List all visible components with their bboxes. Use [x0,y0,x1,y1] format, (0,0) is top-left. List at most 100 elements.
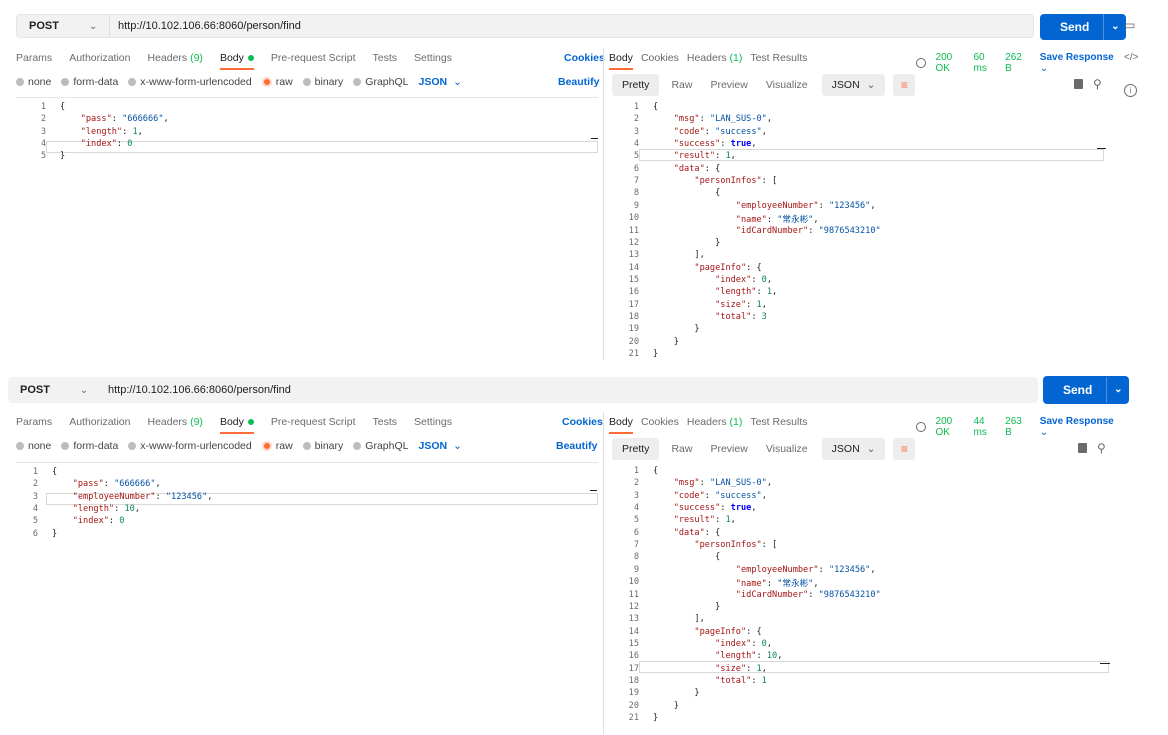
copy-icon[interactable] [1078,443,1087,453]
radio-form-data[interactable]: form-data [61,76,118,88]
view-pretty[interactable]: Pretty [612,438,660,460]
response-format-select[interactable]: JSON ⌄ [821,74,886,96]
tab-authorization[interactable]: Authorization [69,416,131,428]
view-visualize[interactable]: Visualize [765,79,808,91]
code-icon[interactable]: </> [1124,52,1139,63]
chevron-down-icon[interactable]: ⌄ [80,384,89,396]
info-icon[interactable]: i [1124,84,1137,97]
radio-urlencoded[interactable]: x-www-form-urlencoded [128,440,252,452]
view-preview[interactable]: Preview [710,79,748,91]
radio-form-data[interactable]: form-data [61,440,118,452]
radio-none[interactable]: none [16,76,51,88]
code-line: { [653,552,721,563]
comment-icon[interactable]: ▭ [1124,18,1136,32]
tab-response-headers[interactable]: Headers (1) [686,416,743,428]
radio-binary[interactable]: binary [302,76,343,88]
radio-raw[interactable]: raw [261,440,293,452]
code-line: } [60,151,66,162]
url-bar[interactable]: POST ⌄ http://10.102.106.66:8060/person/… [16,14,1034,38]
response-view-bar: Pretty Raw Preview Visualize JSON ⌄ ≡ [612,438,916,460]
line-number: 13 [628,250,639,261]
response-body-viewer[interactable]: 1{2 "msg": "LAN_SUS-0",3 "code": "succes… [609,462,1109,734]
pane-divider[interactable] [603,412,604,734]
status-code[interactable]: 200 OK [935,52,953,74]
wrap-lines-icon[interactable]: ≡ [893,74,916,96]
view-pretty[interactable]: Pretty [612,74,660,96]
response-time[interactable]: 44 ms [973,416,987,438]
tab-settings[interactable]: Settings [414,52,452,64]
pane-divider[interactable] [603,48,604,360]
radio-icon [16,442,24,450]
save-response-button[interactable]: Save Response ⌄ [1039,52,1114,74]
radio-raw[interactable]: raw [261,76,293,88]
send-button[interactable]: Send ⌄ [1040,14,1127,40]
response-size[interactable]: 262 B [1005,52,1022,74]
tab-response-cookies[interactable]: Cookies [640,416,679,428]
globe-icon[interactable] [916,422,926,432]
cookies-link[interactable]: Cookies [562,416,603,428]
search-icon[interactable]: ⚲ [1093,77,1102,91]
send-button[interactable]: Send ⌄ [1043,376,1130,404]
radio-none[interactable]: none [16,440,51,452]
chevron-down-icon[interactable]: ⌄ [89,20,98,32]
tab-response-body[interactable]: Body [609,52,633,70]
tab-body[interactable]: Body [219,416,254,434]
tab-settings[interactable]: Settings [414,416,452,428]
request-panel-2: POST ⌄ http://10.102.106.66:8060/person/… [0,376,1130,735]
request-body-editor[interactable]: 1{2 "pass": "666666",3 "employeeNumber":… [16,462,598,735]
cookies-link[interactable]: Cookies [564,52,605,64]
tab-params[interactable]: Params [16,52,53,64]
tab-test-results[interactable]: Test Results [750,416,808,428]
tab-response-body[interactable]: Body [609,416,633,434]
tab-headers[interactable]: Headers (9) [147,416,203,428]
tab-pre-request-script[interactable]: Pre-request Script [270,52,356,64]
url-input[interactable]: http://10.102.106.66:8060/person/find [109,14,301,38]
radio-urlencoded[interactable]: x-www-form-urlencoded [128,76,252,88]
current-line-highlight [46,493,598,505]
tab-headers[interactable]: Headers (9) [147,52,203,64]
tab-params[interactable]: Params [16,416,53,428]
globe-icon[interactable] [916,58,926,68]
tab-response-cookies[interactable]: Cookies [640,52,679,64]
tab-response-headers[interactable]: Headers (1) [686,52,743,64]
tab-pre-request-script[interactable]: Pre-request Script [270,416,356,428]
tab-tests[interactable]: Tests [372,416,398,428]
chevron-down-icon[interactable]: ⌄ [1103,14,1126,40]
code-line: "employeeNumber": "123456", [735,564,876,575]
method-select[interactable]: POST [29,20,59,32]
method-select[interactable]: POST [20,384,50,396]
tab-test-results[interactable]: Test Results [750,52,808,64]
line-number: 21 [628,713,639,723]
view-raw[interactable]: Raw [671,443,693,455]
line-number: 2 [32,479,38,490]
line-number: 12 [628,237,639,248]
url-input[interactable]: http://10.102.106.66:8060/person/find [108,384,291,396]
request-body-editor[interactable]: 1{2 "pass": "666666",3 "length": 1,4 "in… [16,97,598,360]
line-number: 6 [633,527,639,538]
body-format-select[interactable]: JSON⌄ [418,440,462,452]
response-format-select[interactable]: JSON ⌄ [821,438,886,460]
response-time[interactable]: 60 ms [973,52,987,74]
beautify-link[interactable]: Beautify [558,76,600,88]
save-response-button[interactable]: Save Response ⌄ [1039,416,1114,438]
view-visualize[interactable]: Visualize [765,443,808,455]
response-size[interactable]: 263 B [1005,416,1022,438]
chevron-down-icon[interactable]: ⌄ [1106,377,1129,403]
copy-icon[interactable] [1074,79,1083,89]
line-number: 2 [633,114,639,125]
tab-tests[interactable]: Tests [372,52,398,64]
beautify-link[interactable]: Beautify [556,440,598,452]
radio-graphql[interactable]: GraphQL [353,76,408,88]
body-format-select[interactable]: JSON⌄ [418,76,462,88]
status-code[interactable]: 200 OK [935,416,953,438]
wrap-lines-icon[interactable]: ≡ [893,438,916,460]
tab-body[interactable]: Body [219,52,254,70]
view-raw[interactable]: Raw [671,79,693,91]
radio-graphql[interactable]: GraphQL [353,440,408,452]
radio-binary[interactable]: binary [302,440,343,452]
url-bar[interactable]: POST ⌄ http://10.102.106.66:8060/person/… [8,377,1038,403]
tab-authorization[interactable]: Authorization [69,52,131,64]
view-preview[interactable]: Preview [710,443,748,455]
search-icon[interactable]: ⚲ [1097,441,1106,455]
response-body-viewer[interactable]: 1{2 "msg": "LAN_SUS-0",3 "code": "succes… [609,98,1104,360]
